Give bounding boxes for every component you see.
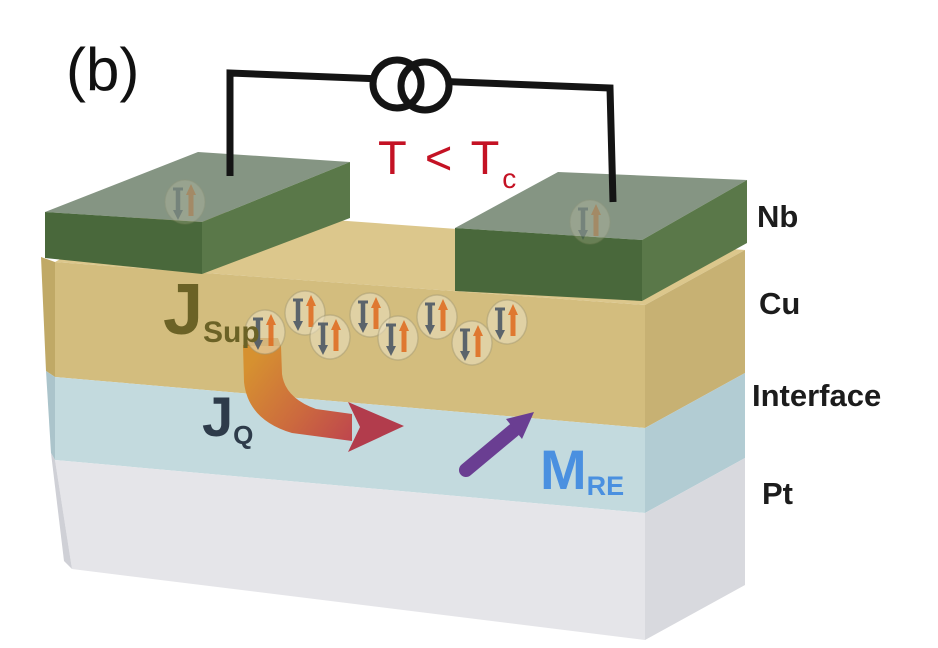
cooper-pairs	[164, 179, 611, 366]
temperature-condition-label: T < Tc	[378, 131, 519, 194]
heat-arrow-head	[348, 402, 404, 452]
layer-label-nb: Nb	[757, 199, 798, 234]
pt-left-face	[51, 453, 72, 569]
cooper-pair-halo	[416, 294, 458, 340]
spin-up-arrowhead	[473, 325, 483, 336]
spin-down-arrowhead	[425, 325, 435, 335]
layer-label-interface: Interface	[752, 378, 881, 413]
spin-down-arrowhead	[318, 345, 328, 355]
current-source-icon	[369, 56, 425, 112]
cooper-pair	[349, 292, 391, 338]
spin-down-arrowhead	[495, 330, 505, 340]
nb-right-front-face	[455, 228, 642, 301]
cooper-pair	[164, 179, 206, 225]
nb-left-right-face	[202, 162, 350, 274]
layer-label-pt: Pt	[762, 476, 793, 511]
cooper-pair-halo	[451, 320, 493, 366]
nb-electrode-left	[45, 152, 350, 274]
nb-right-right-face	[642, 180, 747, 301]
spin-up-arrowhead	[371, 297, 381, 308]
figure-label: (b)	[66, 36, 139, 103]
heat-current-label: JQ	[202, 385, 253, 450]
spin-up-arrowhead	[399, 320, 409, 331]
spin-down-arrowhead	[173, 210, 183, 220]
cooper-pair-halo	[486, 299, 528, 345]
spin-up-arrowhead	[306, 295, 316, 306]
spin-up-arrowhead	[591, 204, 601, 215]
spin-up-arrowhead	[186, 184, 196, 195]
nb-left-top-face	[45, 152, 350, 222]
pt-right-face	[645, 458, 745, 640]
cooper-pair	[486, 299, 528, 345]
spin-down-arrowhead	[253, 340, 263, 350]
layer-label-cu: Cu	[759, 286, 800, 321]
interface-right-face	[645, 373, 745, 513]
magnetization-label: MRE	[540, 438, 624, 501]
magnetization-arrow	[459, 412, 534, 477]
device-stack	[41, 207, 745, 640]
moment-arrow-shaft	[459, 423, 521, 477]
circuit	[226, 56, 617, 203]
current-source-icon	[397, 58, 453, 114]
spin-down-arrowhead	[386, 346, 396, 356]
cooper-pair	[416, 294, 458, 340]
interface-left-face	[46, 371, 55, 460]
cooper-pair-halo	[569, 199, 611, 245]
interface-front-face	[55, 377, 645, 513]
spin-down-arrowhead	[293, 321, 303, 331]
nb-right-top-face	[455, 172, 747, 240]
nb-left-front-face	[45, 212, 202, 274]
pt-front-face	[55, 460, 645, 640]
cooper-pair	[569, 199, 611, 245]
spin-up-arrowhead	[508, 304, 518, 315]
spin-down-arrowhead	[460, 351, 470, 361]
cooper-pair-halo	[164, 179, 206, 225]
moment-arrow-head	[506, 412, 534, 439]
nb-electrode-right	[455, 172, 747, 301]
heat-arrow-body	[243, 346, 352, 441]
cu-left-face	[41, 257, 55, 377]
cooper-pair	[451, 320, 493, 366]
spin-up-arrowhead	[266, 314, 276, 325]
supercurrent-label: JSup	[163, 270, 260, 350]
spin-down-arrowhead	[578, 230, 588, 240]
cooper-pair-halo	[309, 314, 351, 360]
spin-up-arrowhead	[438, 299, 448, 310]
cooper-pair	[377, 315, 419, 361]
spin-up-arrowhead	[331, 319, 341, 330]
cu-right-face	[645, 250, 745, 428]
spin-down-arrowhead	[358, 323, 368, 333]
cooper-pair	[309, 314, 351, 360]
cooper-pair-halo	[377, 315, 419, 361]
cooper-pair	[244, 309, 286, 355]
